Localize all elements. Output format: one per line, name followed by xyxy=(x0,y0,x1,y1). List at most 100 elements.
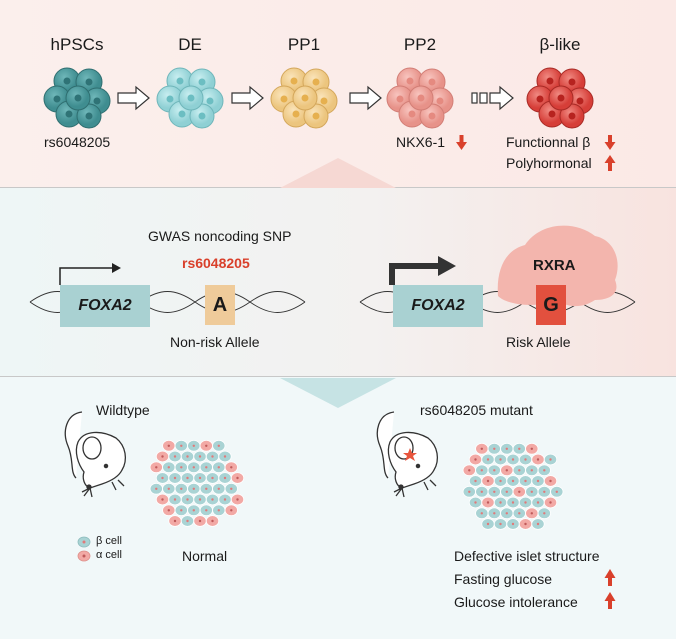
cell-nucleus xyxy=(474,458,477,461)
cell-nucleus xyxy=(236,476,239,480)
cell-nucleus xyxy=(173,498,177,501)
cell-nucleus xyxy=(486,522,490,526)
stage-label-de: DE xyxy=(178,35,202,54)
cell-nucleus xyxy=(493,469,496,472)
cell-nucleus xyxy=(180,444,183,447)
cell-nucleus xyxy=(536,501,540,504)
right-arrow-icon xyxy=(231,85,264,111)
cell-nucleus xyxy=(223,455,227,458)
pp2-cluster-icon xyxy=(386,67,454,129)
cell-nucleus xyxy=(499,479,502,483)
cell-nucleus xyxy=(211,476,214,480)
polyhormonal-label: Polyhormonal xyxy=(506,155,592,171)
cell-nucleus xyxy=(511,522,515,526)
right-arrow-icon xyxy=(117,85,150,111)
cell-nucleus xyxy=(217,487,220,490)
cell-nucleus xyxy=(192,487,195,490)
chevron-down-icon xyxy=(280,158,396,188)
cell-nucleus xyxy=(205,466,208,469)
cell-nucleus xyxy=(161,476,164,480)
cell-nucleus xyxy=(230,509,233,512)
cell-nucleus xyxy=(486,479,490,483)
cell-nucleus xyxy=(198,476,202,480)
cell-nucleus xyxy=(474,501,477,504)
cell-nucleus xyxy=(205,509,208,512)
cell-nucleus xyxy=(499,522,502,526)
wildtype-mouse-icon xyxy=(64,411,127,498)
cell-nucleus xyxy=(524,479,527,483)
hpsc-cluster-icon xyxy=(43,67,111,129)
cell-nucleus xyxy=(167,487,170,490)
cell-nucleus xyxy=(180,487,183,490)
cell-nucleus xyxy=(549,458,552,461)
cell-nucleus xyxy=(505,447,508,450)
cell-nucleus xyxy=(161,498,164,501)
stage-label-hpscs: hPSCs xyxy=(50,35,104,54)
cell-nucleus xyxy=(468,469,471,472)
cell-nucleus xyxy=(167,509,170,512)
nonrisk-allele-label: Non-risk Allele xyxy=(170,334,260,350)
chevron-down-icon xyxy=(280,378,396,408)
cell-nucleus xyxy=(505,490,508,493)
cell-nucleus xyxy=(211,455,214,458)
risk-allele-label: Risk Allele xyxy=(506,334,571,350)
defective-islet-label: Defective islet structure xyxy=(454,548,600,564)
fasting-glucose-label: Fasting glucose xyxy=(454,571,553,587)
cell-nucleus xyxy=(192,509,195,512)
cell-nucleus xyxy=(211,498,214,501)
cell-nucleus xyxy=(486,458,490,461)
cell-nucleus xyxy=(536,479,540,483)
cell-nucleus xyxy=(480,512,483,515)
cell-nucleus xyxy=(217,466,220,469)
cell-nucleus xyxy=(480,469,483,472)
strong-transcription-arrow-icon xyxy=(389,256,456,285)
cell-nucleus xyxy=(543,469,546,472)
cell-nucleus xyxy=(530,512,533,515)
stage-label-pp2: PP2 xyxy=(403,35,437,54)
cell-nucleus xyxy=(223,476,227,480)
cell-nucleus xyxy=(468,490,471,493)
mutant-label: rs6048205 mutant xyxy=(420,402,533,418)
cell-nucleus xyxy=(173,455,177,458)
cell-nucleus xyxy=(205,444,208,447)
cell-nucleus xyxy=(186,498,189,501)
cell-nucleus xyxy=(505,469,508,472)
cell-nucleus xyxy=(530,447,533,450)
wildtype-label: Wildtype xyxy=(96,402,150,418)
cell-nucleus xyxy=(205,487,208,490)
cell-nucleus xyxy=(230,466,233,469)
mutant-mouse-icon xyxy=(376,411,439,498)
red-down-arrow-icon xyxy=(456,135,467,150)
cell-nucleus xyxy=(180,466,183,469)
mutation-star-icon xyxy=(403,448,417,461)
cell-nucleus xyxy=(192,444,195,447)
mouse-phenotype-panel xyxy=(0,377,676,639)
cell-nucleus xyxy=(518,447,521,450)
cell-nucleus xyxy=(555,490,558,493)
gwas-label: GWAS noncoding SNP xyxy=(148,228,292,244)
cell-nucleus xyxy=(173,476,177,480)
beta-cell-legend-label: β cell xyxy=(96,535,122,547)
cell-nucleus xyxy=(505,512,508,515)
cell-nucleus xyxy=(518,490,521,493)
dashed-right-arrow-icon xyxy=(471,85,514,111)
cell-nucleus xyxy=(518,469,521,472)
nkx6-1-label: NKX6-1 xyxy=(396,134,446,150)
cell-nucleus xyxy=(524,458,527,461)
cell-nucleus xyxy=(217,444,220,447)
cell-nucleus xyxy=(180,509,183,512)
cell-nucleus xyxy=(486,501,490,504)
cell-nucleus xyxy=(499,501,502,504)
beta-cell-legend-icon xyxy=(77,536,91,548)
cell-nucleus xyxy=(186,519,189,523)
cell-nucleus xyxy=(549,479,552,483)
cell-nucleus xyxy=(161,455,164,458)
stage-label-beta-like: β-like xyxy=(539,35,581,54)
cell-nucleus xyxy=(530,469,533,472)
de-cluster-icon xyxy=(156,67,224,129)
rxra-protein-shape xyxy=(497,225,618,307)
pp1-cluster-icon xyxy=(270,67,338,129)
beta-like-cluster-icon xyxy=(526,67,594,129)
foxa2-gene-box-risk: FOXA2 xyxy=(393,285,483,327)
